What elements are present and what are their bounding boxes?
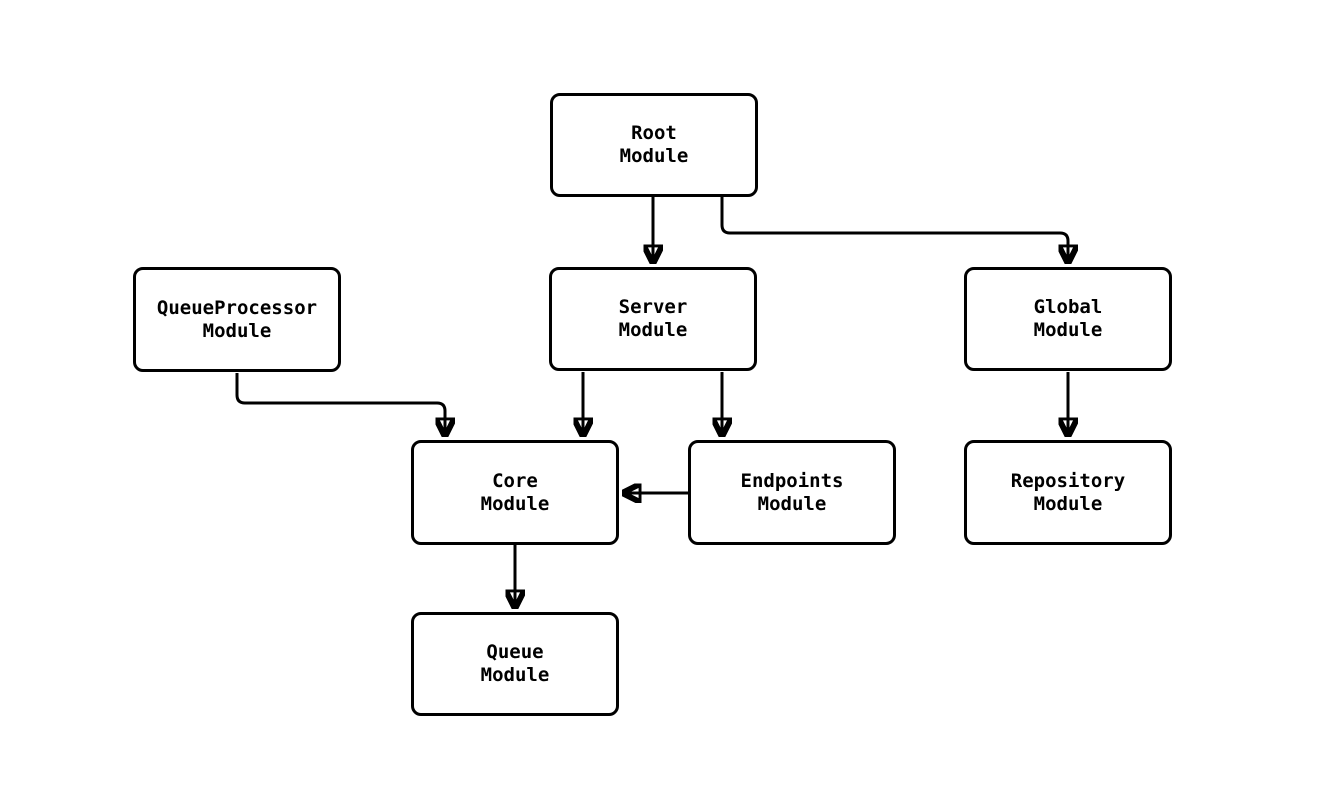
node-core-module-label: Core Module <box>480 469 550 515</box>
node-global-module-label: Global Module <box>1033 296 1103 341</box>
node-root-module-label: Root Module <box>619 122 689 167</box>
node-queueprocessor-module: QueueProcessor Module <box>133 267 341 372</box>
node-server-module: Server Module <box>549 267 757 371</box>
edge-root-to-global-arrow <box>720 197 1068 264</box>
node-server-module-label: Server Module <box>618 296 688 341</box>
node-queueprocessor-module-label: QueueProcessor Module <box>156 296 318 342</box>
node-queue-module-label: Queue Module <box>480 641 550 686</box>
node-global-module: Global Module <box>964 267 1172 371</box>
edge-queueprocessor-to-core-arrow <box>235 373 445 437</box>
node-core-module: Core Module <box>411 440 619 545</box>
node-repository-module: Repository Module <box>964 440 1172 545</box>
node-endpoints-module-label: Endpoints Module <box>740 469 844 515</box>
node-root-module: Root Module <box>550 93 758 197</box>
node-queue-module: Queue Module <box>411 612 619 716</box>
node-repository-module-label: Repository Module <box>1010 469 1126 515</box>
node-endpoints-module: Endpoints Module <box>688 440 896 545</box>
